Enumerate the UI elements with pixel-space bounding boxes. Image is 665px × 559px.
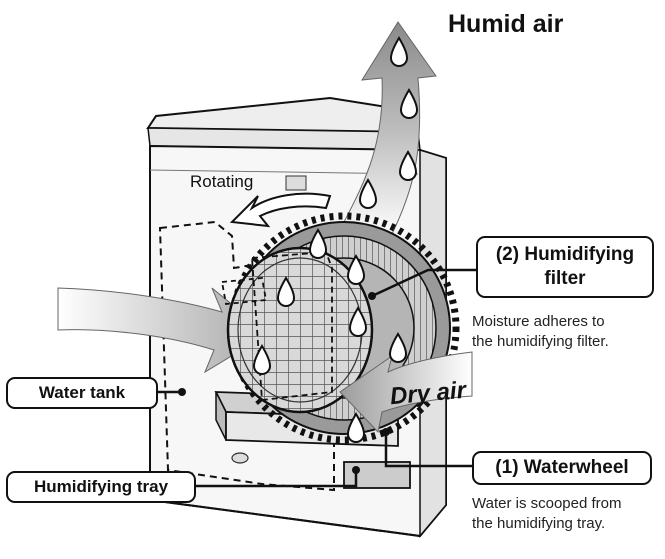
humid-air-label: Humid air [448,10,563,39]
waterwheel-note-line1: Water is scooped from [472,494,622,514]
waterwheel-note-line2: the humidifying tray. [472,514,622,534]
filter-note: Moisture adheres to the humidifying filt… [472,312,609,352]
waterwheel-callout: (1) Waterwheel [472,451,652,485]
humidifying-tray-callout: Humidifying tray [6,471,196,503]
rotating-label: Rotating [190,172,253,192]
filter-note-line1: Moisture adheres to [472,312,609,332]
filter-note-line2: the humidifying filter. [472,332,609,352]
waterwheel-note: Water is scooped from the humidifying tr… [472,494,622,534]
water-tank-callout: Water tank [6,377,158,409]
filter-title-line1: (2) Humidifying [496,243,634,267]
filter-title-line2: filter [544,267,585,291]
humidifying-filter-callout: (2) Humidifying filter [476,236,654,298]
